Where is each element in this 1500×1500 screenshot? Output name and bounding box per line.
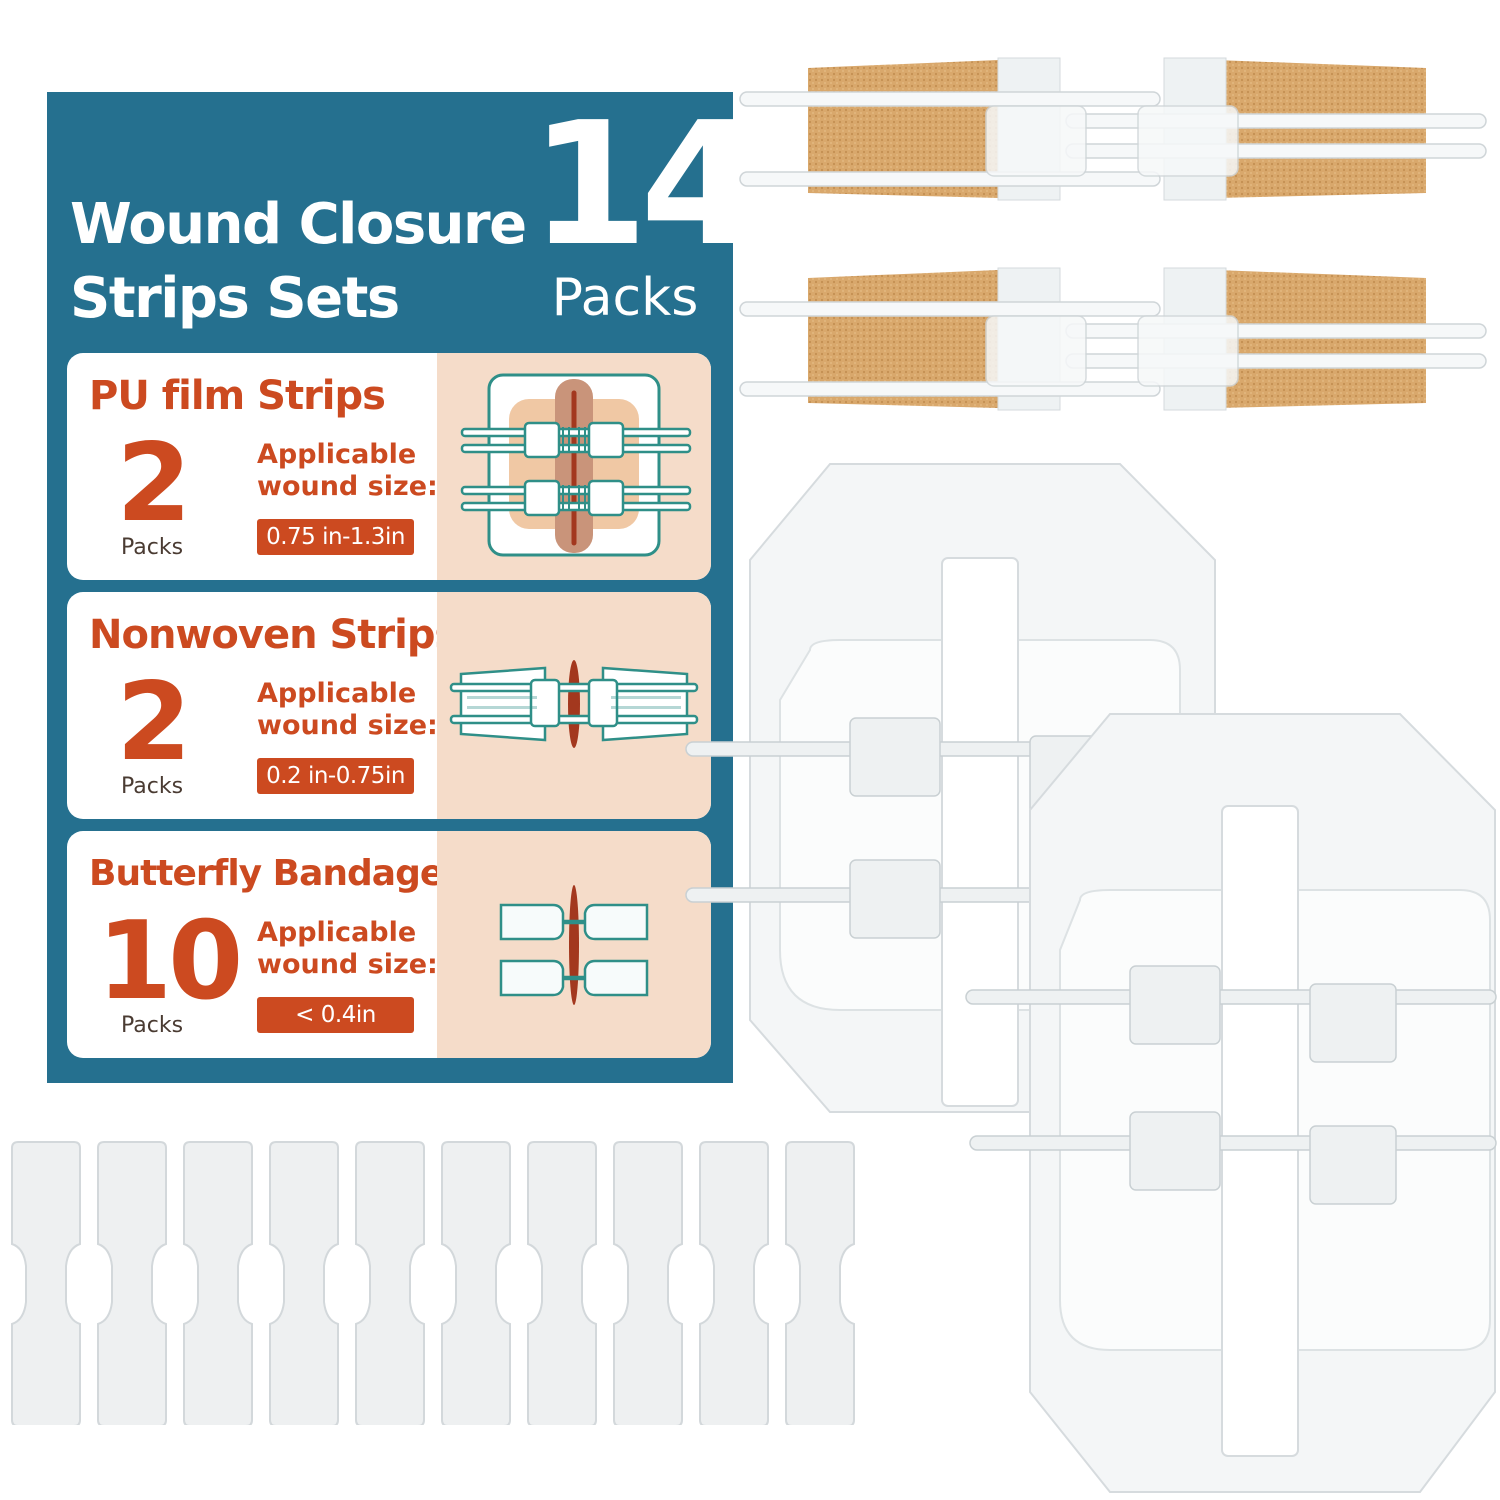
strip-pair-upper (739, 57, 1487, 201)
label-line-2: wound size: (257, 710, 438, 741)
nonwoven-strip-illustration (437, 592, 711, 819)
label-line-1: Applicable (257, 439, 417, 470)
card-unit: Packs (120, 774, 184, 799)
pu-film-card: PU film Strips 2 Packs Applicable wound … (67, 353, 711, 580)
butterfly-bandage (441, 1141, 511, 1425)
butterfly-bandage (269, 1141, 339, 1425)
label-line-1: Applicable (257, 678, 417, 709)
butterfly-bandage (355, 1141, 425, 1425)
butterfly-bandage (183, 1141, 253, 1425)
total-pack-count: 14 (530, 86, 759, 284)
card-unit: Packs (120, 1013, 184, 1038)
wound-size-label: Applicable wound size: (257, 439, 438, 503)
wound-size-badge: 0.75 in-1.3in (257, 519, 414, 555)
butterfly-bandage (97, 1141, 167, 1425)
card-count: 2 (116, 421, 191, 546)
butterfly-card: Butterfly Bandages 10 Packs Applicable w… (67, 831, 711, 1058)
label-line-1: Applicable (257, 917, 417, 948)
product-title: Wound Closure Strips Sets (70, 188, 527, 336)
card-count: 2 (116, 660, 191, 785)
title-line-2: Strips Sets (70, 266, 400, 331)
card-title: Nonwoven Strips (89, 612, 458, 658)
pu-film-strip-illustration (437, 353, 711, 580)
butterfly-bandage (699, 1141, 769, 1425)
butterfly-bandage (613, 1141, 683, 1425)
nonwoven-card: Nonwoven Strips 2 Packs Applicable wound… (67, 592, 711, 819)
title-line-1: Wound Closure (70, 192, 527, 257)
butterfly-bandage-photo (11, 1141, 855, 1425)
wound-size-label: Applicable wound size: (257, 678, 438, 742)
nonwoven-strip-photo (739, 57, 1487, 411)
butterfly-bandage-illustration (437, 831, 711, 1058)
butterfly-bandage (11, 1141, 81, 1425)
wound-size-badge: 0.2 in-0.75in (257, 758, 414, 794)
pu-film-dressing-photo (685, 463, 1497, 1493)
strip-pair-lower (739, 267, 1487, 411)
total-pack-unit: Packs (551, 268, 699, 328)
dressing-front (965, 713, 1497, 1493)
card-unit: Packs (120, 535, 184, 560)
wound-size-label: Applicable wound size: (257, 917, 438, 981)
butterfly-bandage (785, 1141, 855, 1425)
card-count: 10 (97, 899, 243, 1024)
label-line-2: wound size: (257, 471, 438, 502)
wound-size-badge: < 0.4in (257, 997, 414, 1033)
card-title: PU film Strips (89, 373, 386, 419)
butterfly-bandage (527, 1141, 597, 1425)
card-title: Butterfly Bandages (89, 853, 465, 894)
label-line-2: wound size: (257, 949, 438, 980)
